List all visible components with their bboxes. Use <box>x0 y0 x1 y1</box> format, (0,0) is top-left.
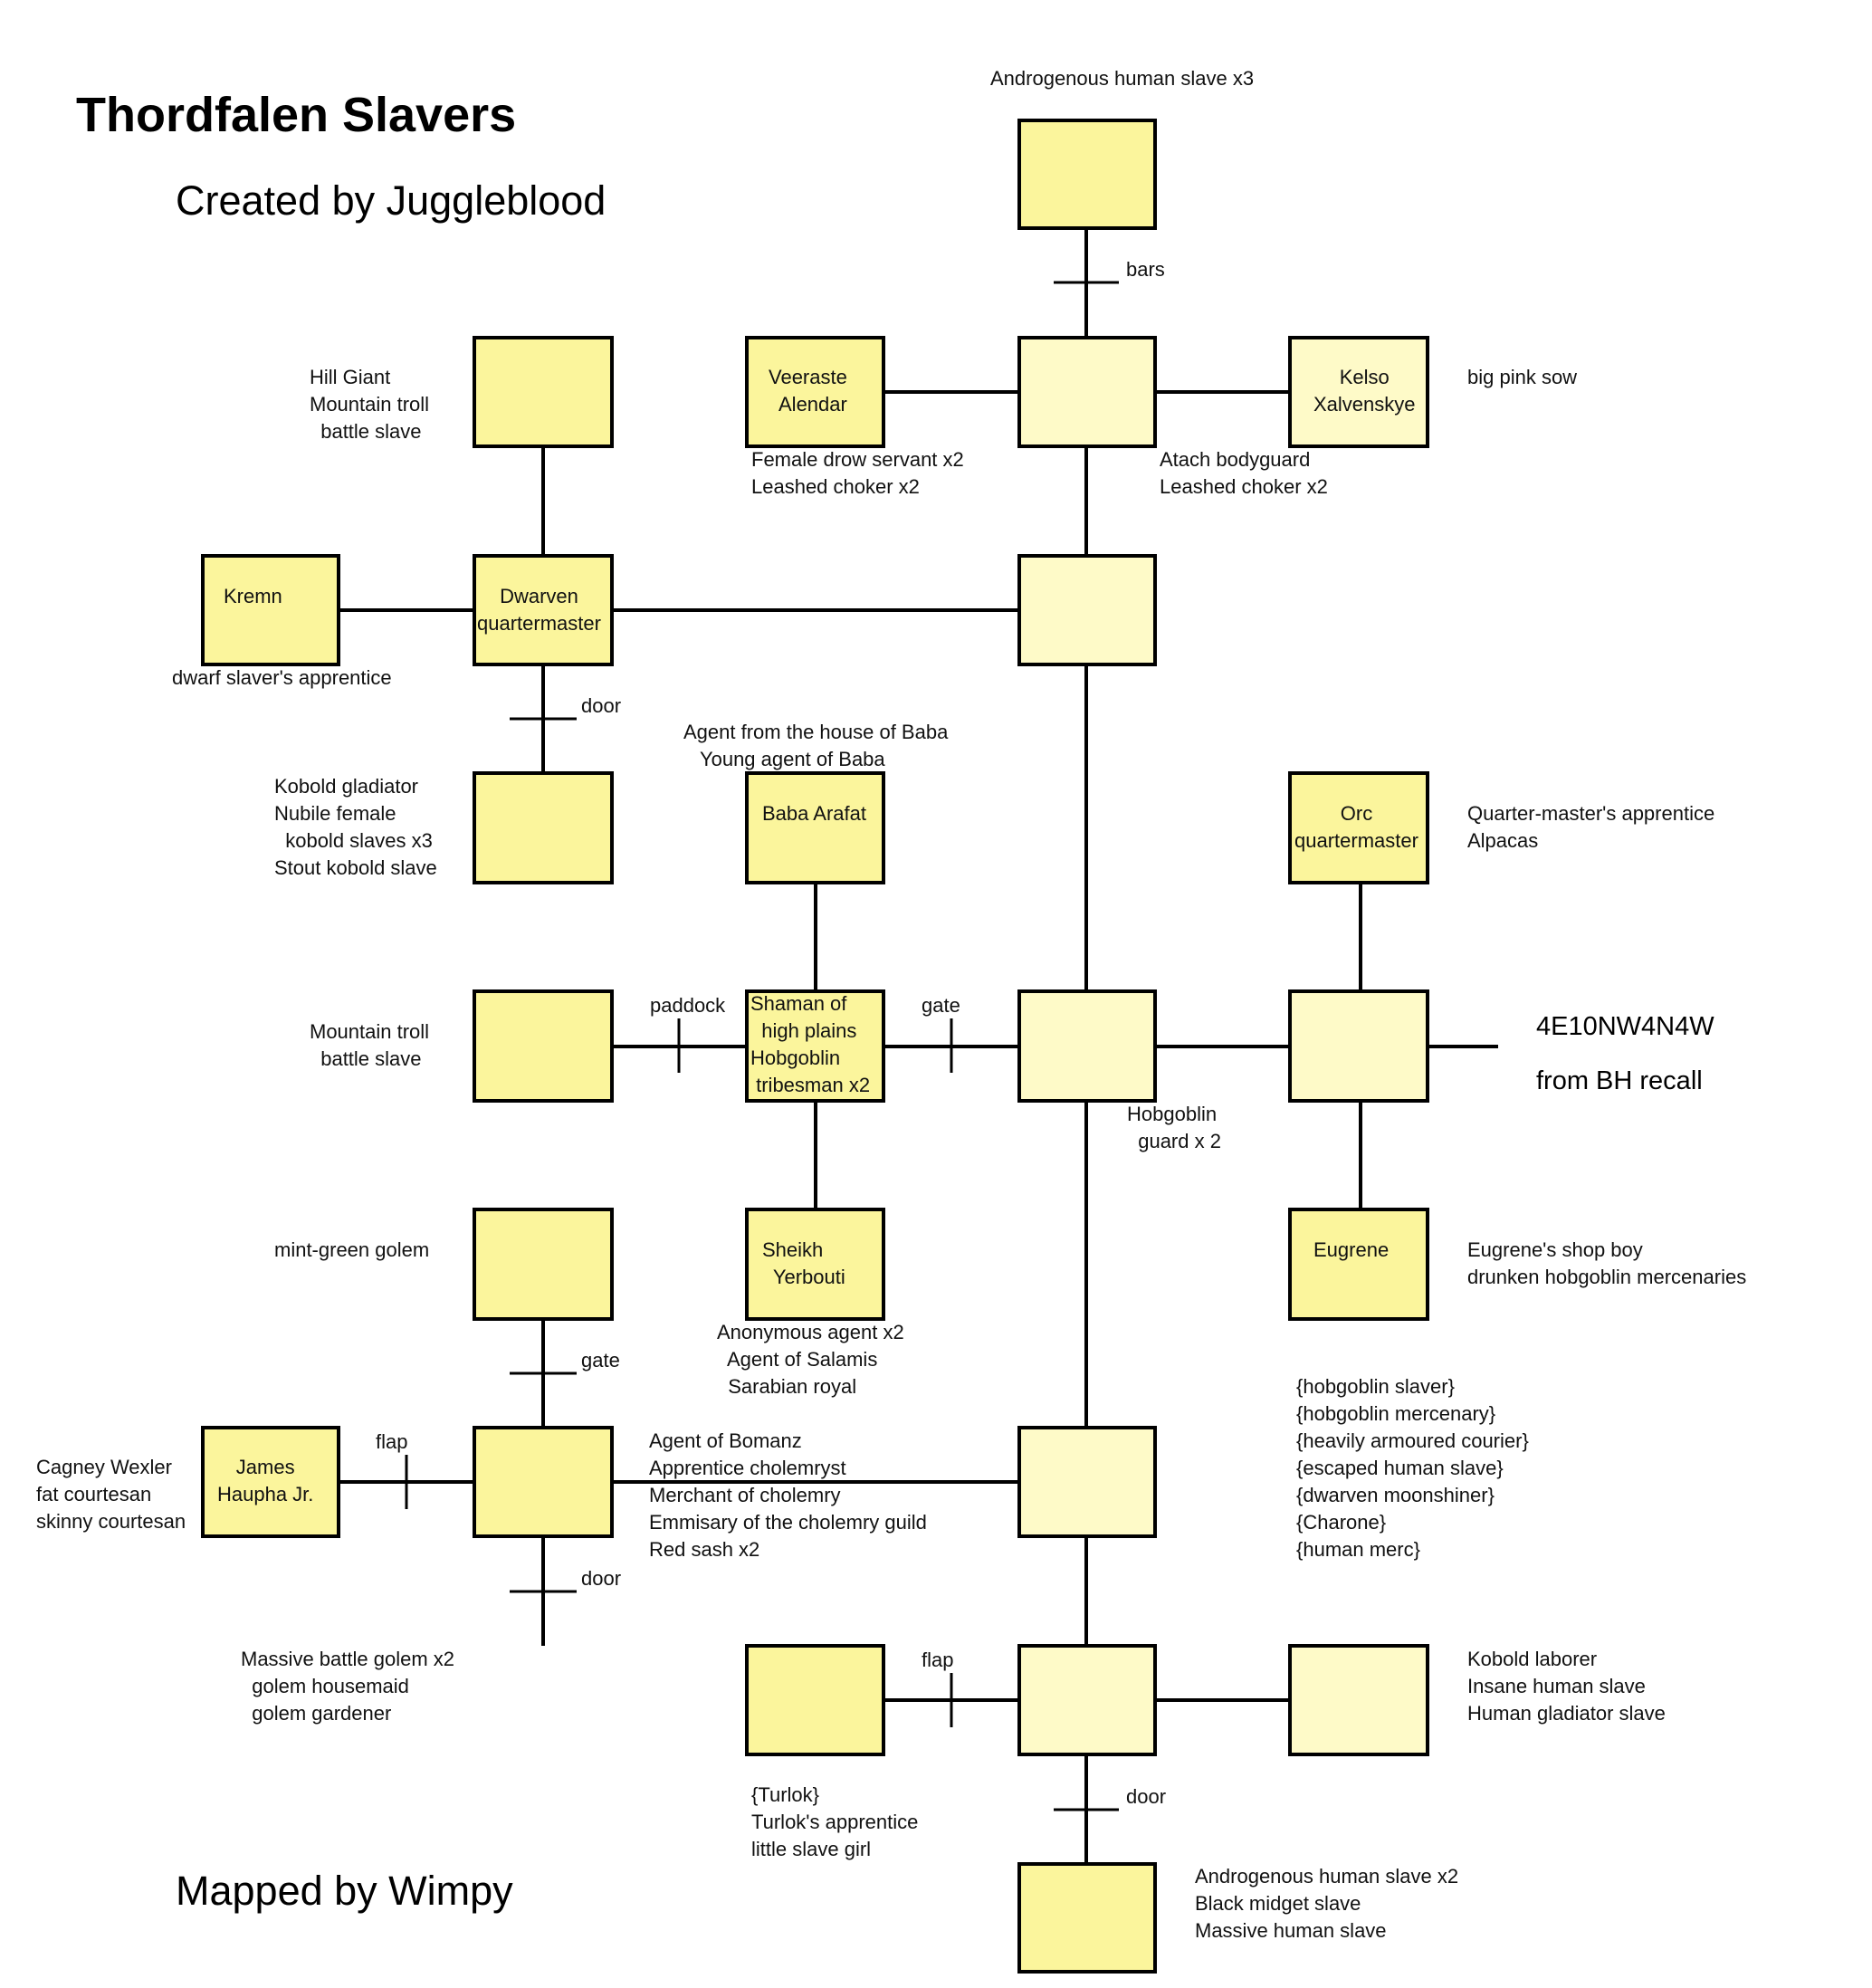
room-label-kremn: Kremn <box>224 585 282 607</box>
label-paddock: paddock <box>650 994 726 1017</box>
annotation-orc: Quarter-master's apprentice Alpacas <box>1467 802 1715 852</box>
room-label-dwarven: Dwarven quartermaster <box>477 585 601 635</box>
label-door-dwarven: door <box>581 694 622 717</box>
rooms <box>201 119 1429 1974</box>
created-by: Created by Juggleblood <box>176 177 606 224</box>
room-hill-giant[interactable] <box>473 336 614 448</box>
annotation-bars-junction: Atach bodyguard Leashed choker x2 <box>1160 448 1328 498</box>
mapped-by: Mapped by Wimpy <box>176 1868 513 1914</box>
room-label-orc: Orc quartermaster <box>1294 802 1418 852</box>
annotation-golem-room: Massive battle golem x2 golem housemaid … <box>241 1648 454 1725</box>
annotation-baba: Agent from the house of Baba Young agent… <box>683 721 949 770</box>
room-center-mid[interactable] <box>1017 989 1157 1103</box>
room-kobold[interactable] <box>473 771 614 884</box>
room-mountain-troll[interactable] <box>473 989 614 1103</box>
room-top[interactable] <box>1017 119 1157 230</box>
annotation-wanderers: {hobgoblin slaver} {hobgoblin mercenary}… <box>1296 1375 1529 1561</box>
annotation-kremn: dwarf slaver's apprentice <box>172 666 392 689</box>
label-flap-james: flap <box>376 1430 408 1453</box>
annotation-kobold-laborer: Kobold laborer Insane human slave Human … <box>1467 1648 1666 1725</box>
room-golem[interactable] <box>473 1208 614 1321</box>
room-bomanz[interactable] <box>473 1426 614 1538</box>
room-shaman[interactable] <box>745 989 885 1103</box>
room-baba-arafat[interactable] <box>745 771 885 884</box>
room-bars-junction[interactable] <box>1017 336 1157 448</box>
room-east-mid[interactable] <box>1288 989 1429 1103</box>
room-label-kelso: Kelso Xalvenskye <box>1313 366 1416 416</box>
room-label-baba: Baba Arafat <box>762 802 866 825</box>
room-label-sheikh: Sheikh Yerbouti <box>762 1238 845 1288</box>
room-orc-quartermaster[interactable] <box>1288 771 1429 884</box>
annotation-james: Cagney Wexler fat courtesan skinny court… <box>36 1456 186 1533</box>
room-turlok[interactable] <box>745 1644 885 1756</box>
room-sheikh[interactable] <box>745 1208 885 1321</box>
directions-note: from BH recall <box>1536 1066 1703 1095</box>
annotation-kelso: big pink sow <box>1467 366 1578 388</box>
label-bars: bars <box>1126 258 1165 281</box>
annotation-sheikh: Anonymous agent x2 Agent of Salamis Sara… <box>717 1321 904 1398</box>
room-eugrene[interactable] <box>1288 1208 1429 1321</box>
annotation-eugrene: Eugrene's shop boy drunken hobgoblin mer… <box>1467 1238 1747 1288</box>
annotation-turlok: {Turlok} Turlok's apprentice little slav… <box>751 1783 919 1860</box>
room-bottom[interactable] <box>1017 1862 1157 1974</box>
label-gate-shaman: gate <box>922 994 960 1017</box>
map-title: Thordfalen Slavers <box>76 88 517 142</box>
room-james[interactable] <box>201 1426 340 1538</box>
annotation-bottom-room: Androgenous human slave x2 Black midget … <box>1195 1865 1459 1942</box>
label-door-bomanz: door <box>581 1567 622 1590</box>
directions: 4E10NW4N4W <box>1536 1012 1714 1041</box>
room-label-james: James Haupha Jr. <box>217 1456 314 1505</box>
door-marks <box>405 281 1119 1811</box>
room-center-upper[interactable] <box>1017 554 1157 666</box>
annotation-hill-giant: Hill Giant Mountain troll battle slave <box>310 366 430 443</box>
label-door-bottom: door <box>1126 1785 1167 1808</box>
room-kobold-laborer[interactable] <box>1288 1644 1429 1756</box>
room-veeraste[interactable] <box>745 336 885 448</box>
room-center-bottom[interactable] <box>1017 1644 1157 1756</box>
room-label-shaman: Shaman of high plains Hobgoblin tribesma… <box>750 992 871 1096</box>
label-flap-turlok: flap <box>922 1649 954 1671</box>
annotation-kobold: Kobold gladiator Nubile female kobold sl… <box>274 775 437 879</box>
room-kelso[interactable] <box>1288 336 1429 448</box>
annotation-golem: mint-green golem <box>274 1238 430 1261</box>
room-kremn[interactable] <box>201 554 340 666</box>
annotation-troll2: Mountain troll battle slave <box>310 1020 430 1070</box>
annotation-center-mid: Hobgoblin guard x 2 <box>1127 1103 1221 1152</box>
room-label-eugrene: Eugrene <box>1313 1238 1390 1261</box>
annotation-veeraste: Female drow servant x2 Leashed choker x2 <box>751 448 964 498</box>
room-label-veeraste: Veeraste Alendar <box>769 366 847 416</box>
annotation-bomanz: Agent of Bomanz Apprentice cholemryst Me… <box>649 1429 927 1561</box>
room-dwarven-quartermaster[interactable] <box>473 554 614 666</box>
room-center-low[interactable] <box>1017 1426 1157 1538</box>
annotation-top-room: Androgenous human slave x3 <box>990 67 1255 90</box>
label-gate-golem: gate <box>581 1349 620 1372</box>
